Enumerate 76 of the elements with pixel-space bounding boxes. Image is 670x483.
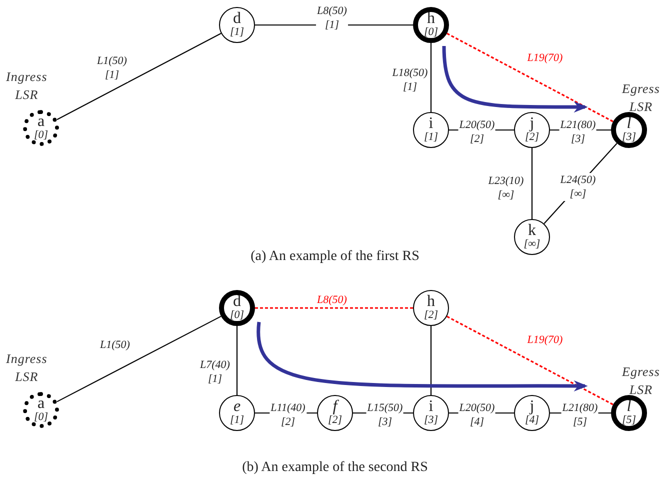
- subfigure-caption: (a) An example of the first RS: [250, 249, 420, 265]
- link-line: [430, 43, 432, 112]
- node-name: e: [233, 400, 241, 414]
- link-line: [255, 307, 413, 309]
- edge-label: L23(10) [∞]: [487, 174, 525, 202]
- node-name: l: [626, 117, 632, 131]
- edge-label: L20(50) [4]: [458, 401, 496, 429]
- node-caption: Egress LSR: [622, 363, 660, 399]
- node-name: k: [528, 224, 536, 238]
- node-caption: Ingress LSR: [6, 68, 48, 104]
- node-index: [∞]: [524, 238, 540, 250]
- edge-label: L20(50) [2]: [458, 118, 496, 146]
- node-name: a: [37, 397, 45, 411]
- edge-label: L11(40) [2]: [270, 401, 306, 429]
- router-node: [413, 7, 449, 43]
- node-index: [3]: [622, 131, 636, 143]
- node-index: [0]: [34, 411, 48, 423]
- link-line: [531, 148, 533, 219]
- router-node: [413, 290, 449, 326]
- node-index: [1]: [424, 131, 438, 143]
- link-line: [56, 32, 222, 120]
- edge-label: L21(80) [5]: [561, 401, 599, 429]
- node-index: [0]: [230, 309, 244, 321]
- router-node: [611, 112, 647, 148]
- node-index: [2]: [328, 414, 342, 426]
- node-name: j: [530, 117, 534, 131]
- link-line: [236, 326, 238, 395]
- router-node: [219, 290, 255, 326]
- node-name: f: [332, 400, 338, 414]
- edge-label: L8(50) [1]: [316, 4, 348, 32]
- node-caption: Ingress LSR: [6, 350, 48, 386]
- node-index: [1]: [230, 414, 244, 426]
- node-index: [0]: [424, 26, 438, 38]
- link-line: [446, 32, 614, 122]
- node-name: a: [37, 115, 45, 129]
- edge-label: L15(50) [3]: [366, 401, 404, 429]
- node-name: l: [626, 400, 632, 414]
- edge-label: L8(50): [316, 293, 348, 307]
- node-name: i: [428, 400, 434, 414]
- node-index: [4]: [524, 414, 540, 426]
- edge-label: L24(50) [∞]: [559, 173, 597, 201]
- node-caption: Egress LSR: [622, 80, 660, 116]
- subfigure-caption: (b) An example of the second RS: [241, 460, 429, 476]
- node-name: h: [427, 295, 435, 309]
- link-line: [430, 326, 432, 395]
- edge-label: L1(50) [1]: [96, 54, 128, 82]
- node-index: [2]: [424, 309, 438, 321]
- router-node: [413, 112, 449, 148]
- link-line: [446, 316, 614, 406]
- node-index: [0]: [34, 129, 48, 141]
- node-index: [5]: [622, 414, 636, 426]
- router-node: [317, 395, 353, 431]
- edge-label: L19(70): [526, 51, 564, 65]
- path-arrow: [442, 46, 588, 113]
- edge-label: L18(50) [1]: [391, 66, 429, 94]
- node-name: h: [427, 12, 435, 26]
- link-line: [56, 316, 222, 402]
- router-node: [219, 395, 255, 431]
- node-index: [1]: [230, 26, 244, 38]
- router-node: [611, 395, 647, 431]
- router-node: [514, 395, 550, 431]
- router-node: [514, 219, 550, 255]
- router-node: [219, 7, 255, 43]
- node-name: d: [233, 12, 241, 26]
- edge-label: L7(40) [1]: [199, 358, 231, 386]
- node-name: i: [428, 117, 434, 131]
- edge-label: L19(70): [526, 333, 564, 347]
- node-index: [2]: [524, 131, 540, 143]
- node-index: [3]: [424, 414, 438, 426]
- path-arrow: [256, 322, 588, 392]
- edge-label: L1(50): [99, 338, 131, 352]
- node-name: d: [233, 295, 241, 309]
- router-node: [413, 395, 449, 431]
- edge-label: L21(80) [3]: [559, 118, 597, 146]
- node-name: j: [530, 400, 534, 414]
- router-node: [514, 112, 550, 148]
